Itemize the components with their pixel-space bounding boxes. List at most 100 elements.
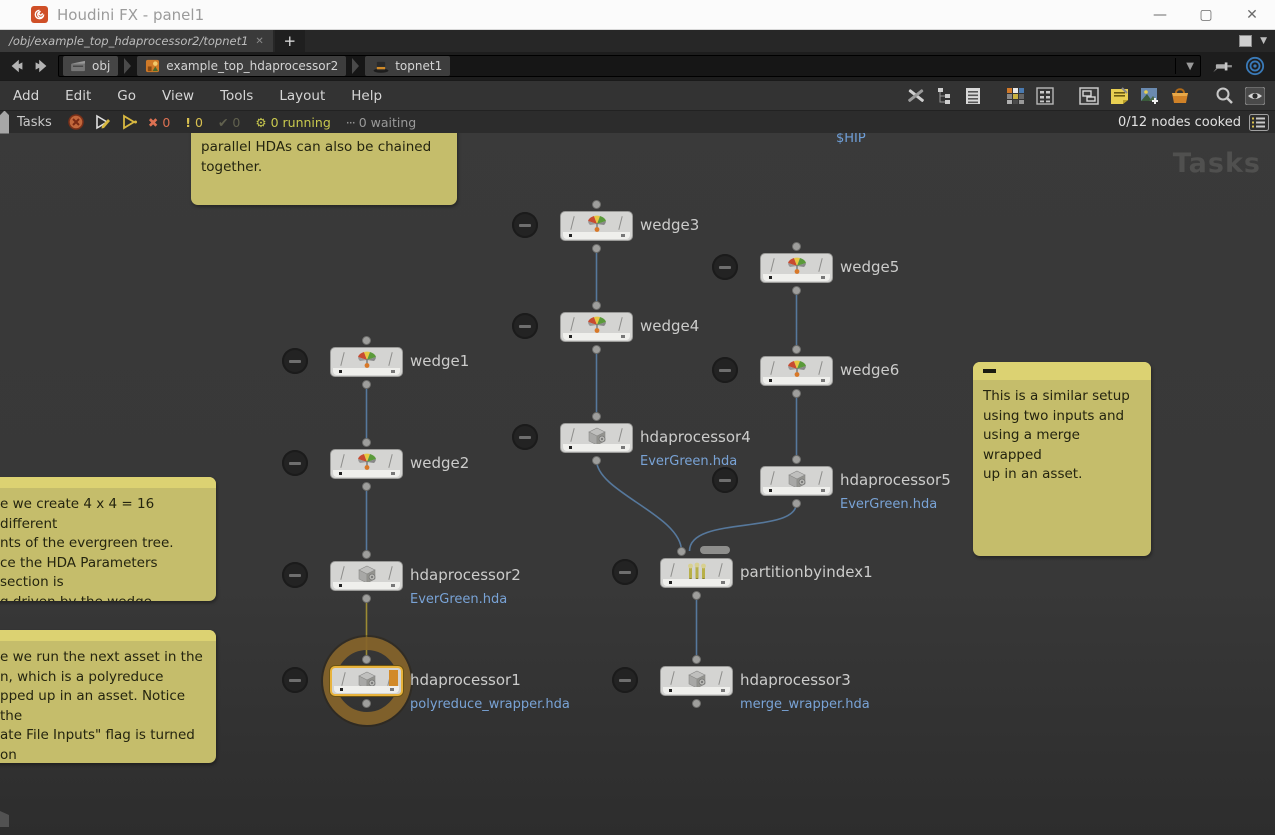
- node-collapse-button-wedge3[interactable]: [512, 212, 538, 238]
- maximize-button[interactable]: ▢: [1199, 6, 1213, 23]
- node-flag-mark[interactable]: [770, 258, 775, 272]
- input-connector-wedge3[interactable]: [592, 199, 601, 209]
- input-connector-wedge5[interactable]: [792, 241, 801, 251]
- menu-edit[interactable]: Edit: [65, 87, 92, 104]
- node-collapse-button-hdaprocessor5[interactable]: [712, 467, 738, 493]
- input-connector-hdaprocessor2[interactable]: [362, 549, 371, 559]
- node-flag-mark[interactable]: [340, 454, 345, 468]
- output-connector-wedge5[interactable]: [792, 285, 801, 295]
- input-connector-hdaprocessor3[interactable]: [692, 654, 701, 664]
- forward-button[interactable]: [32, 57, 50, 75]
- tools-icon[interactable]: [906, 87, 926, 105]
- output-connector-wedge3[interactable]: [592, 243, 601, 253]
- tree-view-icon[interactable]: [937, 87, 954, 105]
- output-connector-hdaprocessor5[interactable]: [792, 498, 801, 508]
- input-connector-wedge6[interactable]: [792, 344, 801, 354]
- node-flag-mark[interactable]: [570, 428, 575, 442]
- add-image-icon[interactable]: [1140, 87, 1159, 105]
- asset-basket-icon[interactable]: [1170, 87, 1190, 104]
- node-hdaprocessor1[interactable]: [330, 666, 403, 696]
- menu-view[interactable]: View: [162, 87, 195, 104]
- back-button[interactable]: [8, 57, 26, 75]
- node-flag-mark[interactable]: [818, 361, 823, 375]
- node-hdaprocessor2[interactable]: [330, 561, 403, 591]
- input-connector-hdaprocessor1[interactable]: [362, 654, 371, 664]
- pane-tab-active[interactable]: /obj/example_top_hdaprocessor2/topnet1 ✕: [0, 30, 273, 52]
- breadcrumb-obj[interactable]: obj: [63, 56, 119, 76]
- breadcrumb-example-top-hdaprocessor2[interactable]: example_top_hdaprocessor2: [137, 56, 347, 76]
- menu-help[interactable]: Help: [351, 87, 383, 104]
- search-icon[interactable]: [1215, 86, 1234, 105]
- node-flag-mark[interactable]: [570, 216, 575, 230]
- pin-icon[interactable]: [1213, 58, 1233, 74]
- task-table-icon[interactable]: [1249, 113, 1269, 131]
- minimize-note-icon[interactable]: [983, 369, 996, 373]
- display-flag[interactable]: [389, 670, 398, 689]
- minimize-button[interactable]: —: [1153, 6, 1167, 23]
- new-tab-button[interactable]: +: [274, 30, 305, 52]
- node-collapse-button-wedge2[interactable]: [282, 450, 308, 476]
- palette-grid-icon[interactable]: [1006, 87, 1025, 105]
- wire-hdaprocessor4-to-partitionbyindex1[interactable]: [595, 459, 683, 552]
- sticky-note-header[interactable]: [973, 362, 1151, 380]
- tabbar-menu-caret-icon[interactable]: ▼: [1260, 36, 1267, 46]
- node-flag-mark[interactable]: [388, 352, 393, 366]
- output-connector-wedge4[interactable]: [592, 344, 601, 354]
- node-partitionbyindex1[interactable]: [660, 558, 733, 588]
- target-icon[interactable]: [1245, 56, 1265, 76]
- panes-icon[interactable]: [1079, 86, 1099, 105]
- node-wedge1[interactable]: [330, 347, 403, 377]
- node-collapse-button-wedge4[interactable]: [512, 313, 538, 339]
- path-dropdown-caret-icon[interactable]: ▼: [1175, 58, 1194, 74]
- menu-go[interactable]: Go: [117, 87, 137, 104]
- node-flag-mark[interactable]: [818, 471, 823, 485]
- node-wedge4[interactable]: [560, 312, 633, 342]
- node-wedge6[interactable]: [760, 356, 833, 386]
- node-flag-mark[interactable]: [718, 563, 723, 577]
- node-flag-mark[interactable]: [570, 317, 575, 331]
- list-view-icon[interactable]: [965, 87, 981, 105]
- wire-hdaprocessor5-to-partitionbyindex1[interactable]: [688, 502, 798, 552]
- node-flag-mark[interactable]: [618, 216, 623, 230]
- node-collapse-button-hdaprocessor4[interactable]: [512, 424, 538, 450]
- input-connector-partitionbyindex1[interactable]: [677, 546, 686, 556]
- cook-icon[interactable]: [121, 114, 138, 130]
- input-connector-hdaprocessor4[interactable]: [592, 411, 601, 421]
- node-flag-mark[interactable]: [388, 454, 393, 468]
- node-flag-mark[interactable]: [818, 258, 823, 272]
- sticky-note-icon[interactable]: [1110, 86, 1129, 105]
- cook-edit-icon[interactable]: [94, 114, 111, 130]
- input-connector-hdaprocessor5[interactable]: [792, 454, 801, 464]
- menu-layout[interactable]: Layout: [279, 87, 326, 104]
- input-connector-wedge1[interactable]: [362, 335, 371, 345]
- node-flag-mark[interactable]: [670, 671, 675, 685]
- path-field[interactable]: obj example_top_hdaprocessor2 topnet1 ▼: [58, 55, 1201, 77]
- node-collapse-button-hdaprocessor1[interactable]: [282, 667, 308, 693]
- node-collapse-button-wedge1[interactable]: [282, 348, 308, 374]
- node-hdaprocessor5[interactable]: [760, 466, 833, 496]
- node-wedge2[interactable]: [330, 449, 403, 479]
- node-flag-mark[interactable]: [340, 352, 345, 366]
- node-flag-mark[interactable]: [388, 566, 393, 580]
- node-collapse-button-partitionbyindex1[interactable]: [612, 559, 638, 585]
- input-connector-wedge2[interactable]: [362, 437, 371, 447]
- output-connector-hdaprocessor2[interactable]: [362, 593, 371, 603]
- node-collapse-button-wedge5[interactable]: [712, 254, 738, 280]
- pane-maximize-icon[interactable]: [1239, 35, 1253, 47]
- pane-corner-handle[interactable]: [0, 811, 9, 827]
- output-connector-wedge1[interactable]: [362, 379, 371, 389]
- visibility-icon[interactable]: [1245, 86, 1265, 105]
- multi-input-pill-partitionbyindex1[interactable]: [699, 546, 730, 554]
- node-flag-mark[interactable]: [618, 428, 623, 442]
- node-hdaprocessor4[interactable]: [560, 423, 633, 453]
- node-wedge5[interactable]: [760, 253, 833, 283]
- sticky-note-header[interactable]: [0, 477, 216, 488]
- output-connector-hdaprocessor4[interactable]: [592, 455, 601, 465]
- node-flag-mark[interactable]: [340, 566, 345, 580]
- breadcrumb-topnet1[interactable]: topnet1: [365, 56, 451, 76]
- grid-icon[interactable]: [1036, 86, 1054, 105]
- node-flag-mark[interactable]: [770, 361, 775, 375]
- node-flag-mark[interactable]: [718, 671, 723, 685]
